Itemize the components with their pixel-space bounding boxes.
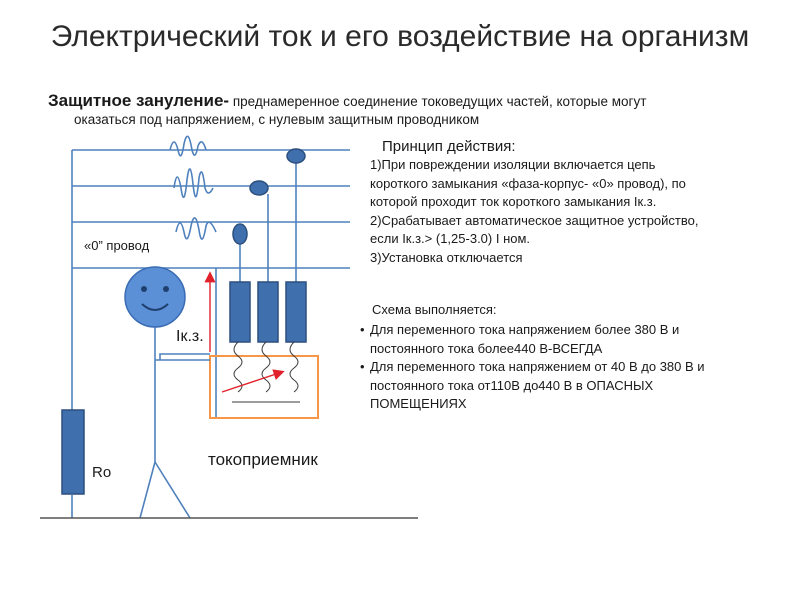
load-phase-2 bbox=[257, 281, 279, 343]
person-eye-right bbox=[163, 286, 169, 292]
load-phase-3 bbox=[285, 281, 307, 343]
person-eye-left bbox=[141, 286, 147, 292]
definition-term: Защитное зануление- bbox=[48, 91, 230, 110]
load-phase-1 bbox=[229, 281, 251, 343]
person-hand-wire bbox=[159, 353, 210, 360]
fault-current-arrow-diagonal bbox=[221, 369, 285, 393]
current-collector-label: токоприемник bbox=[208, 450, 318, 469]
current-collector-enclosure bbox=[209, 355, 319, 419]
grounding-resistance-label: Ro bbox=[92, 464, 112, 481]
person-figure bbox=[139, 326, 210, 519]
principle-heading: Принцип действия: bbox=[382, 138, 516, 155]
page-title: Электрический ток и его воздействие на о… bbox=[50, 20, 750, 53]
winding-3 bbox=[289, 341, 299, 393]
person-head bbox=[124, 266, 186, 328]
winding-1 bbox=[233, 341, 243, 393]
principle-item-2: 2)Срабатывает автоматическое защитное ус… bbox=[370, 212, 699, 247]
fuse-1 bbox=[286, 148, 306, 164]
definition-text: преднамеренное соединение токоведущих ча… bbox=[229, 94, 647, 109]
scheme-item-1: Для переменного тока напряжением более 3… bbox=[356, 321, 716, 358]
wave-3 bbox=[175, 217, 217, 240]
person-leg-right bbox=[154, 461, 191, 519]
scheme-list: Для переменного тока напряжением более 3… bbox=[356, 321, 716, 414]
wave-2 bbox=[173, 168, 214, 198]
grounding-resistor bbox=[61, 409, 85, 495]
person-leg-left bbox=[139, 461, 156, 519]
fault-current-label: Iк.з. bbox=[176, 328, 204, 345]
scheme-heading: Схема выполняется: bbox=[372, 302, 497, 317]
definition-text-continued: оказаться под напряжением, с нулевым защ… bbox=[74, 112, 480, 127]
fuse-3 bbox=[232, 223, 248, 245]
definition-block: Защитное зануление- преднамеренное соеди… bbox=[48, 92, 748, 129]
principle-item-3: 3)Установка отключается bbox=[370, 249, 523, 265]
wave-1 bbox=[169, 135, 207, 157]
principle-item-1: 1)При повреждении изоляции включается це… bbox=[370, 157, 686, 209]
scheme-item-2: Для переменного тока напряжением от 40 В… bbox=[356, 358, 716, 414]
zero-wire-label: «0” провод bbox=[84, 238, 150, 253]
fuse-2 bbox=[249, 180, 269, 196]
winding-2 bbox=[261, 341, 271, 393]
person-smile bbox=[141, 303, 169, 311]
principle-list: 1)При повреждении изоляции включается це… bbox=[370, 156, 700, 267]
